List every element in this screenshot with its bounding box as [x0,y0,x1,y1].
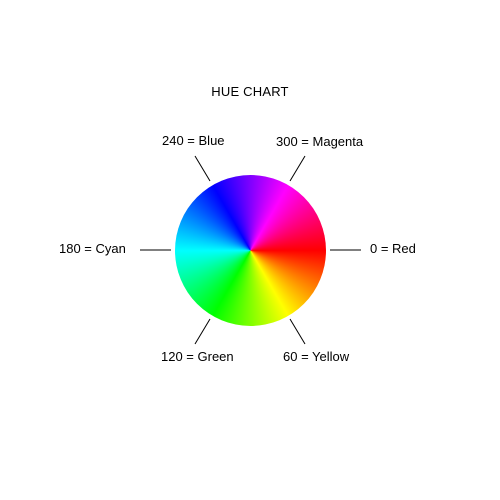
hue-label-red: 0 = Red [370,241,416,256]
connector-green [194,318,211,345]
connector-magenta [289,155,306,182]
connector-yellow [289,318,306,345]
hue-label-yellow: 60 = Yellow [283,349,350,364]
hue-label-cyan: 180 = Cyan [59,241,126,256]
hue-wheel [175,175,326,326]
hue-label-green: 120 = Green [161,349,234,364]
chart-title: HUE CHART [211,84,289,99]
hue-label-magenta: 300 = Magenta [276,134,364,149]
connector-blue [194,155,211,182]
hue-label-blue: 240 = Blue [162,133,225,148]
